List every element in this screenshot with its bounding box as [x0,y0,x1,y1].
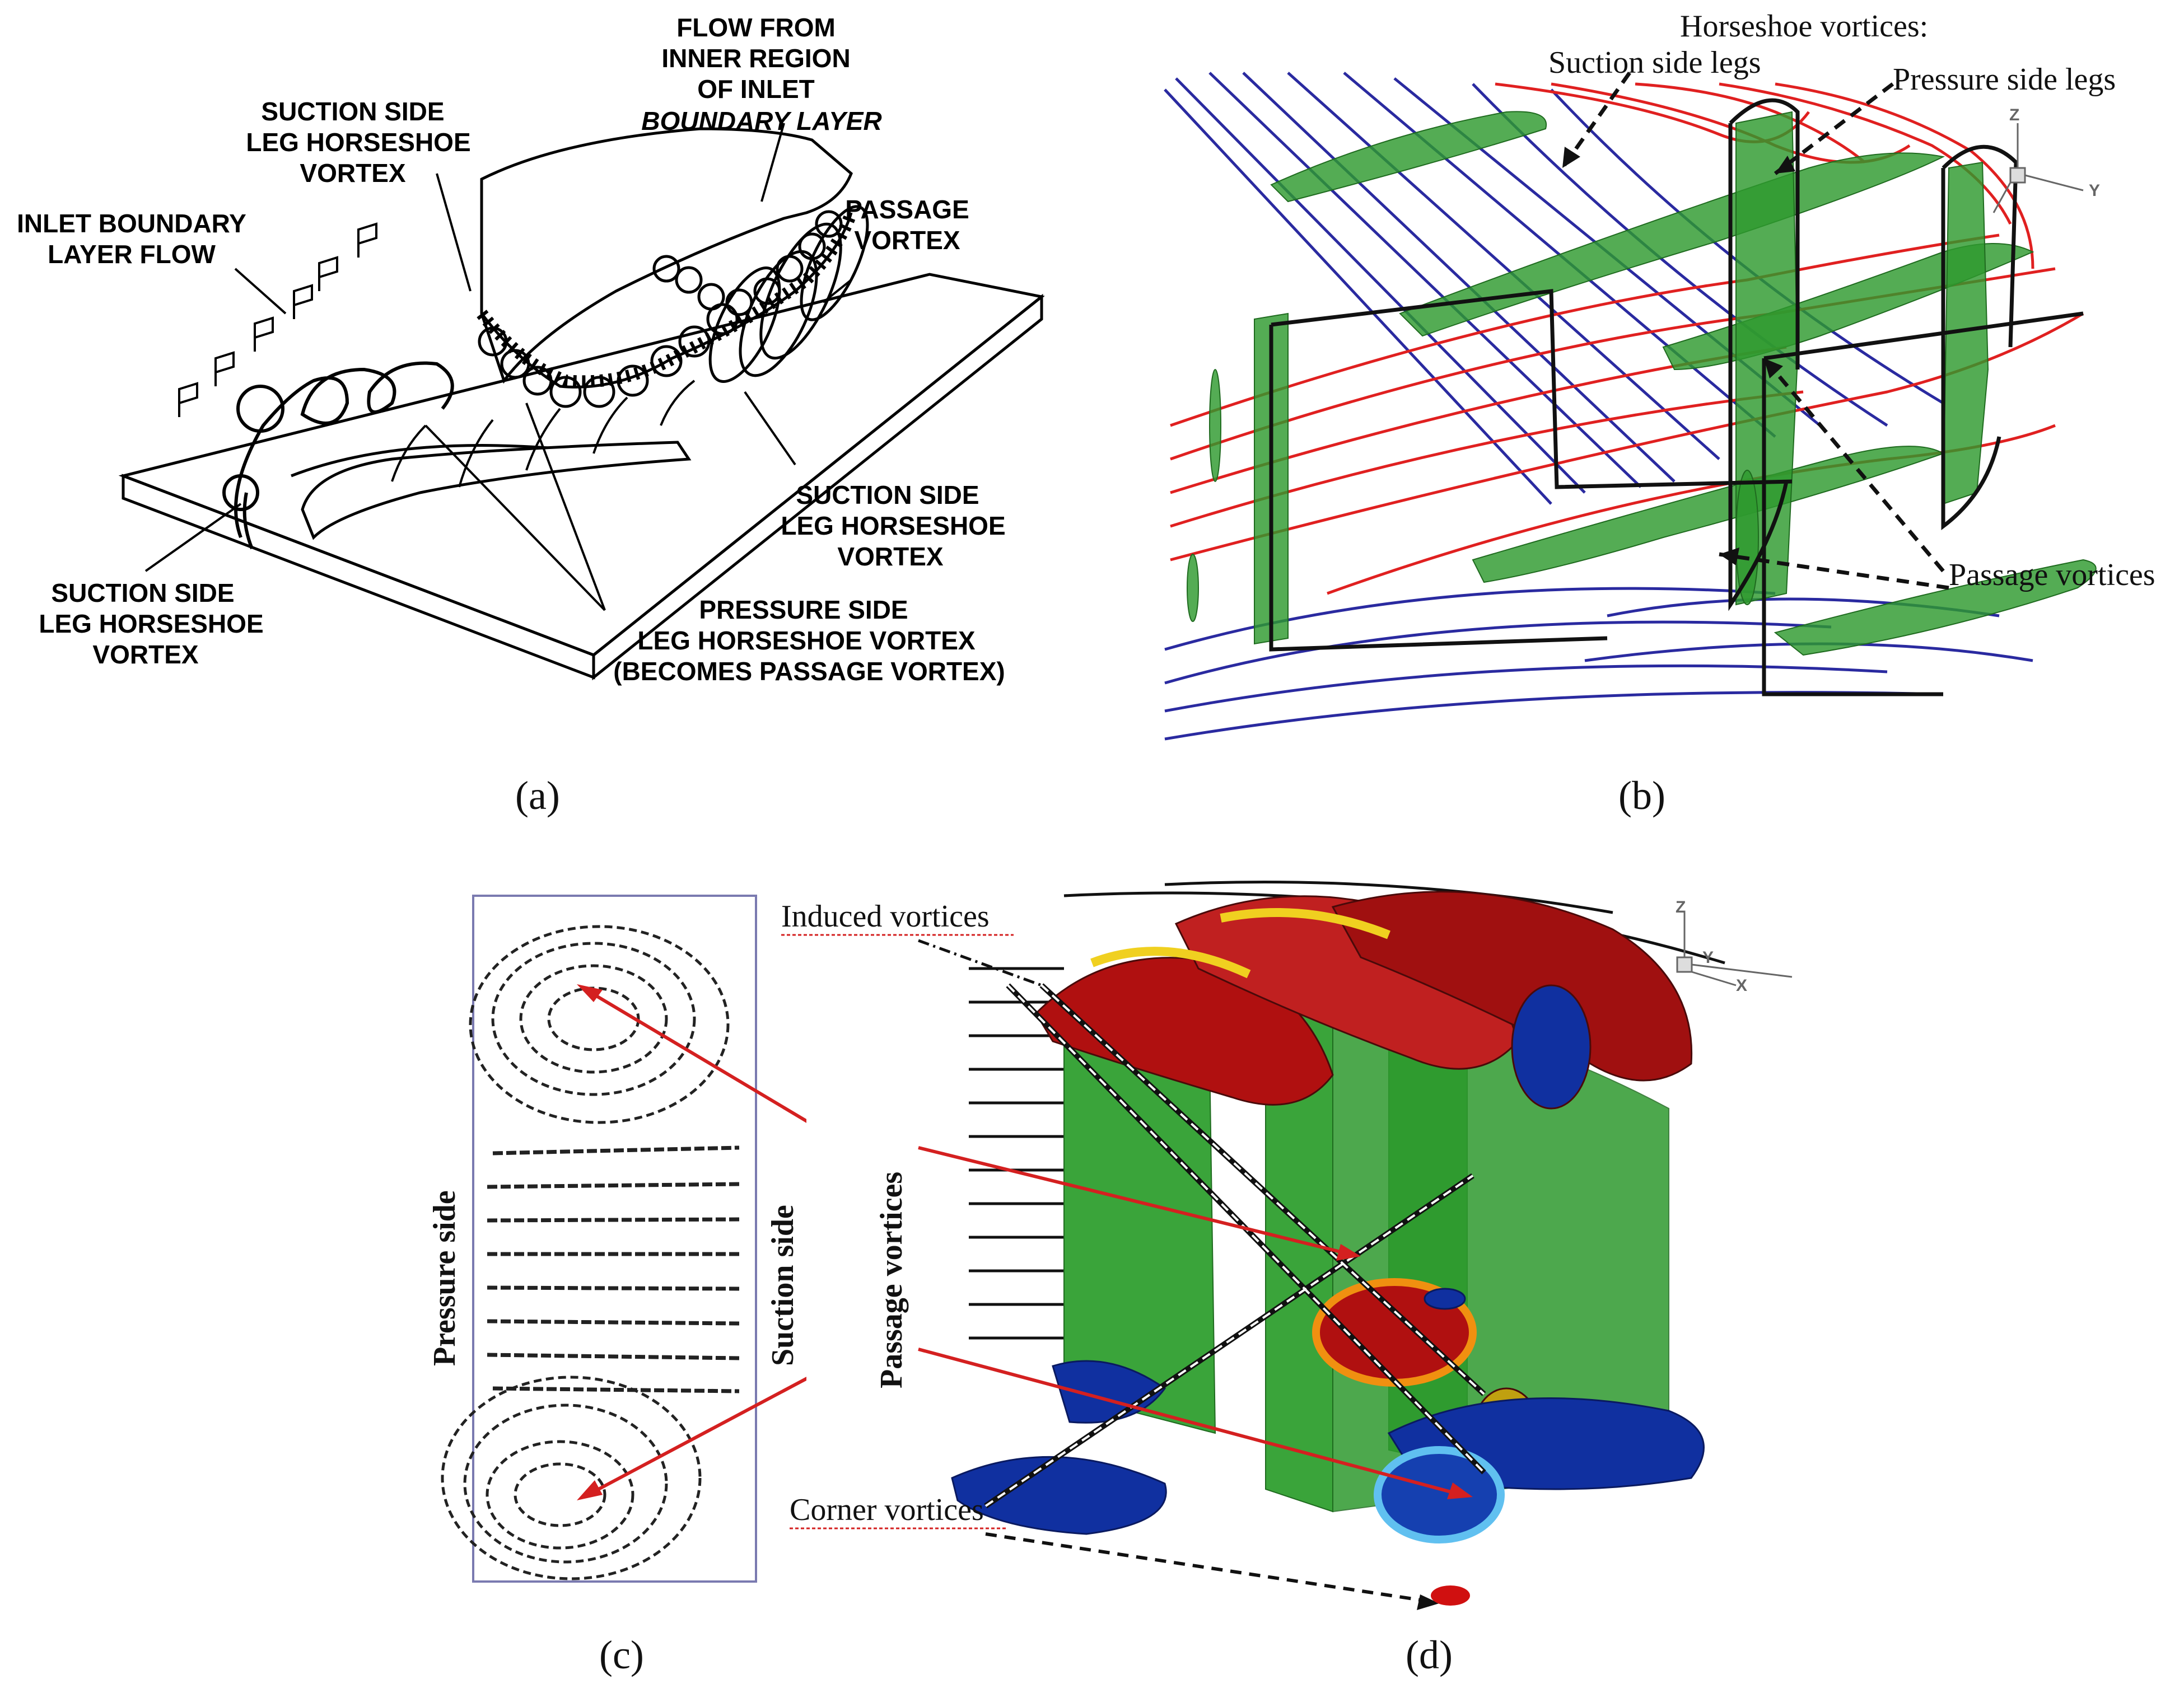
corner-arrowhead [1417,1594,1439,1610]
panel-c-drawing: Pressure side Suction side [427,895,806,1583]
upper-vortex-field [469,925,730,1124]
c-arrowheads [577,984,603,1500]
b-dashed-arrows [1561,71,1949,590]
label-suction-leg-left: VORTEX [92,640,198,669]
label-flow-from-inner: OF INLET [697,74,815,104]
label-suction-side: Suction side [766,1205,800,1366]
label-induced-vortices: Induced vortices [781,899,990,934]
corner-dashed-arrow [985,1532,1429,1603]
label-inlet-bl: INLET BOUNDARY [17,209,246,238]
d-red-arrows [918,1146,1462,1496]
hatched-boundary-band [477,210,857,388]
panel-c: Pressure side Suction side (c) [426,885,806,1677]
axis-z-b: Z [2009,106,2019,124]
b-arrowheads [1562,147,1795,565]
inlet-flow-flags [178,222,377,417]
mid-vector-lines [487,1145,740,1393]
axis-y-b: Y [2089,181,2100,200]
label-suction-legs: Suction side legs [1548,45,1761,80]
suction-streamlines [1164,72,2033,741]
panel-d: Z Y X Induced vortices Corner vortices P… [773,873,1809,1677]
panel-b-drawing: Z Y Horseshoe vortices: Suction side leg… [1164,9,2155,756]
label-inlet-bl: LAYER FLOW [48,240,216,269]
label-pressure-side: Pressure side [427,1190,462,1366]
label-passage-vortices-b: Passage vortices [1949,558,2155,592]
label-suction-leg-top: VORTEX [300,158,405,188]
caption-b: (b) [1618,773,1665,818]
label-pressure-leg: LEG HORSESHOE VORTEX [637,626,976,655]
label-suction-leg-top: LEG HORSESHOE [246,128,470,157]
label-pressure-leg: PRESSURE SIDE [699,595,908,624]
label-suction-leg-top: SUCTION SIDE [261,97,444,126]
label-passage-vortex: VORTEX [854,226,960,255]
label-passage-vortex: PASSAGE [845,195,969,224]
label-pressure-leg: (BECOMES PASSAGE VORTEX) [613,657,1005,686]
label-suction-leg-right: LEG HORSESHOE [781,511,1005,540]
inlet-streamlines [969,881,1725,1340]
small-red-blob [1431,1585,1470,1606]
caption-d: (d) [1406,1632,1453,1677]
panel-d-drawing: Z Y X Induced vortices Corner vortices P… [781,881,1793,1610]
c-red-arrows [587,989,806,1496]
label-horseshoe: Horseshoe vortices: [1680,9,1928,44]
label-flow-from-inner: BOUNDARY LAYER [641,106,881,135]
horseshoe-coils [478,205,869,408]
panel-a-drawing: FLOW FROM INNER REGION OF INLET BOUNDARY… [17,13,1045,686]
axis-triad-b [1992,123,2084,213]
caption-c: (c) [599,1632,644,1677]
lower-vortex-field [441,1376,702,1580]
blade-outlines [1269,98,2084,696]
axis-y-d: Y [1702,948,1714,967]
caption-a: (a) [515,773,560,818]
label-passage-vortices-d: Passage vortices [874,1172,909,1388]
label-suction-leg-left: SUCTION SIDE [51,578,234,607]
label-suction-leg-right: SUCTION SIDE [796,480,979,509]
panel-a: FLOW FROM INNER REGION OF INLET BOUNDARY… [0,0,1064,818]
label-suction-leg-left: LEG HORSESHOE [39,609,263,638]
axis-x-d: X [1736,976,1747,995]
label-flow-from-inner: INNER REGION [661,44,850,73]
label-suction-leg-right: VORTEX [837,542,943,571]
d-arrowheads [1336,1244,1473,1499]
label-underlines [781,934,1014,1529]
axis-triad-d [1676,913,1793,986]
panel-b: Z Y Horseshoe vortices: Suction side leg… [1159,0,2184,818]
label-corner-vortices: Corner vortices [790,1493,984,1527]
label-pressure-legs: Pressure side legs [1893,62,2116,97]
induced-leader [918,939,1042,987]
label-flow-from-inner: FLOW FROM [676,13,836,42]
suction-leg-loops [222,361,454,550]
axis-z-d: Z [1676,898,1686,916]
a-leader-lines [144,123,852,611]
